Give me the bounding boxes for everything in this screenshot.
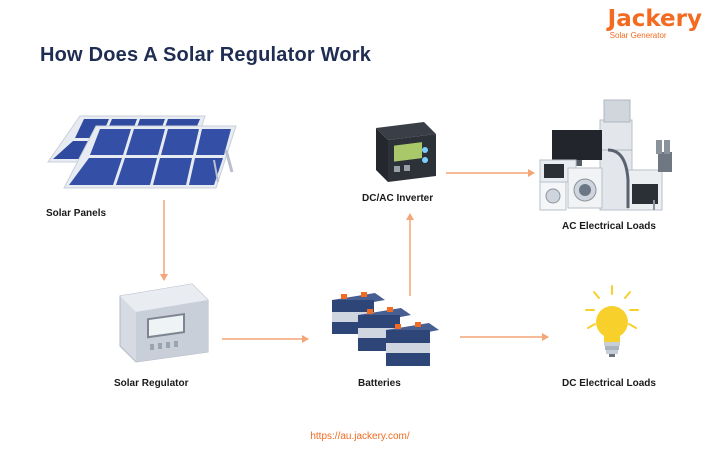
batteries-icon (332, 292, 439, 366)
label-batteries: Batteries (358, 378, 401, 389)
solar-regulator-icon (119, 283, 209, 363)
label-ac-loads: AC Electrical Loads (562, 221, 656, 232)
ac-appliances-icon (539, 99, 672, 211)
inverter-icon (376, 122, 436, 182)
brand-name: Jackery (607, 6, 702, 32)
solar-panel-icon (47, 115, 237, 189)
brand-tagline: Solar Generator (609, 31, 667, 40)
light-bulb-icon (585, 285, 639, 357)
label-inverter: DC/AC Inverter (362, 193, 434, 204)
label-solar-regulator: Solar Regulator (114, 378, 189, 389)
website-link[interactable]: https://au.jackery.com/ (310, 431, 410, 442)
label-dc-loads: DC Electrical Loads (562, 378, 656, 389)
page-title: How Does A Solar Regulator Work (40, 44, 372, 66)
brand-logo[interactable]: Jackery Solar Generator (608, 6, 702, 40)
label-solar-panels: Solar Panels (46, 208, 107, 219)
